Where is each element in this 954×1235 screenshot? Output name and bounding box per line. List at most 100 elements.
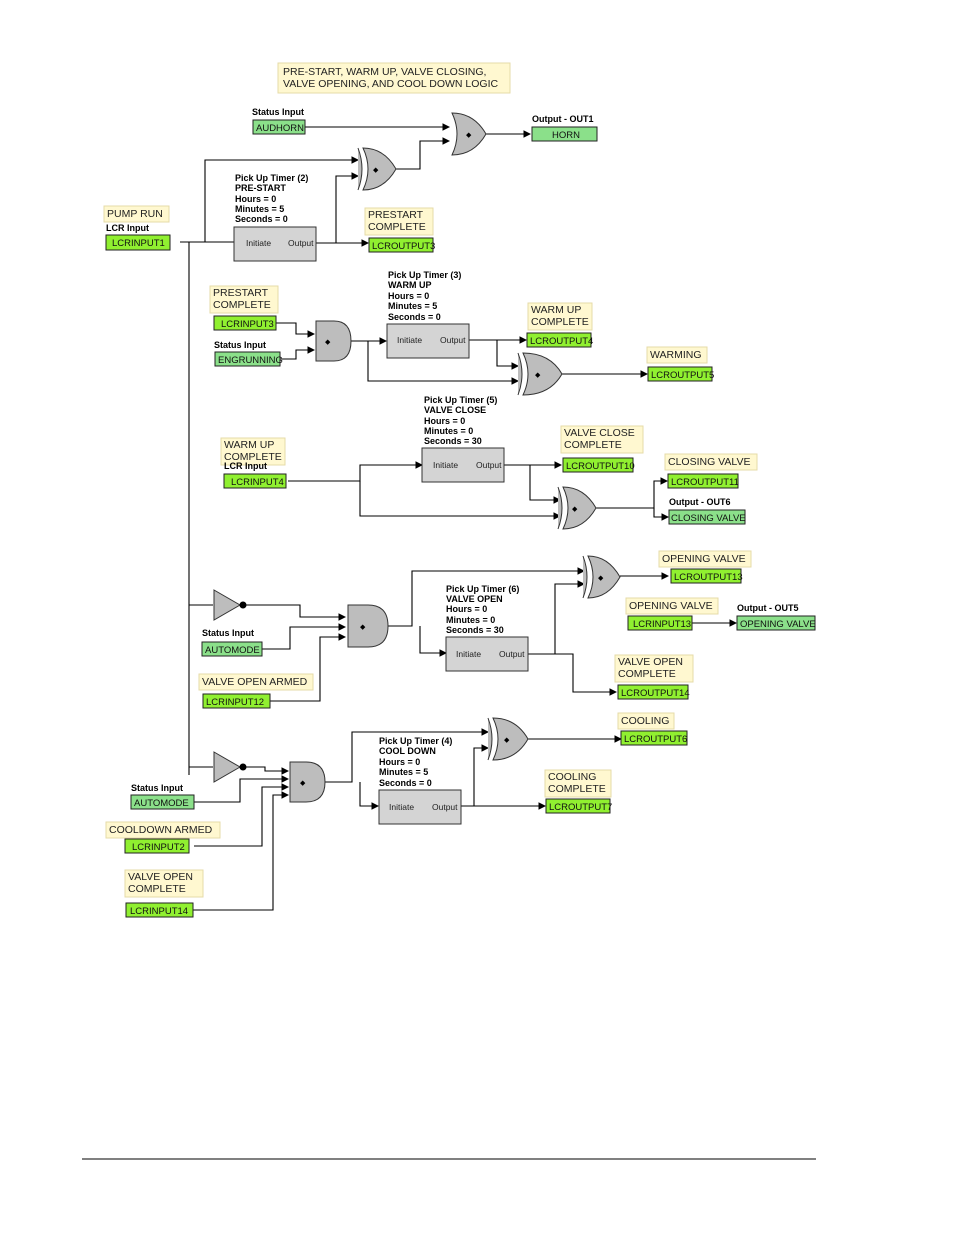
not-gate-cooldown [213, 751, 247, 783]
tag-lcrinput3: LCRINPUT3 [213, 315, 277, 331]
svg-text:COMPLETE: COMPLETE [368, 221, 426, 233]
timer-prestart-output: Output [288, 238, 314, 248]
svg-text:VALVE OPEN: VALVE OPEN [618, 656, 683, 668]
note-cooldown-armed: COOLDOWN ARMED [105, 821, 221, 839]
label-output-out5: Output - OUT5 [737, 603, 799, 613]
svg-text:OPENING VALVE: OPENING VALVE [740, 619, 816, 630]
tag-lcrinput13: LCRINPUT13 [627, 615, 693, 631]
svg-text:COMPLETE: COMPLETE [548, 783, 606, 795]
note-warming: WARMING [646, 346, 708, 364]
or-gate-horn: ◆ [451, 112, 487, 156]
timer-prestart-initiate: Initiate [246, 238, 271, 248]
tag-audhorn: AUDHORN [252, 119, 306, 135]
timer-warmup-output: Output [440, 335, 466, 345]
not-gate-valve-open [213, 589, 247, 621]
svg-text:LCROUTPUT14: LCROUTPUT14 [621, 688, 690, 699]
timer-valveopen-hours: Hours = 0 [446, 604, 487, 614]
svg-text:LCROUTPUT7: LCROUTPUT7 [549, 802, 612, 813]
timer-valveclose-hours: Hours = 0 [424, 416, 465, 426]
svg-text:AUTOMODE: AUTOMODE [134, 798, 189, 809]
svg-text:PRESTART: PRESTART [213, 287, 269, 299]
label-status-input-2: Status Input [214, 340, 266, 350]
svg-text:LCRINPUT4: LCRINPUT4 [231, 477, 284, 488]
xor-gate-closing: ◆ [557, 486, 597, 530]
tag-lcroutput11: LCROUTPUT11 [667, 473, 739, 489]
svg-text:COMPLETE: COMPLETE [618, 668, 676, 680]
timer-warmup-title: Pick Up Timer (3) [388, 270, 461, 280]
xor-gate-cooling: ◆ [487, 717, 529, 761]
tag-openingvalve: OPENING VALVE [736, 615, 816, 631]
svg-text:VALVE CLOSE: VALVE CLOSE [564, 427, 635, 439]
timer-valveopen-title: Pick Up Timer (6) [446, 584, 519, 594]
diagram-title: PRE-START, WARM UP, VALVE CLOSING, VALVE… [277, 62, 511, 94]
tag-lcroutput14: LCROUTPUT14 [617, 684, 690, 700]
tag-automode-b: AUTOMODE [130, 794, 195, 810]
svg-text:LCRINPUT3: LCRINPUT3 [221, 319, 274, 330]
svg-text:LCRINPUT1: LCRINPUT1 [112, 238, 165, 249]
tag-lcroutput13: LCROUTPUT13 [670, 568, 743, 584]
svg-text:CLOSING VALVE: CLOSING VALVE [671, 513, 746, 524]
tag-lcroutput5: LCROUTPUT5 [647, 366, 714, 382]
timer-prestart-seconds: Seconds = 0 [235, 214, 288, 224]
svg-text:LCRINPUT13: LCRINPUT13 [633, 619, 691, 630]
timer-warmup-seconds: Seconds = 0 [388, 312, 441, 322]
timer-valveopen: Pick Up Timer (6) VALVE OPEN Hours = 0 M… [445, 584, 529, 672]
timer-valveclose-minutes: Minutes = 0 [424, 426, 473, 436]
tag-lcrinput12: LCRINPUT12 [202, 693, 271, 709]
title-line-2: VALVE OPENING, AND COOL DOWN LOGIC [283, 78, 499, 90]
label-output-out6: Output - OUT6 [669, 497, 731, 507]
timer-warmup-initiate: Initiate [397, 335, 422, 345]
note-valve-open-armed: VALVE OPEN ARMED [198, 673, 314, 691]
label-lcr-input-1: LCR Input [106, 223, 149, 233]
svg-text:LCROUTPUT3: LCROUTPUT3 [372, 241, 435, 252]
timer-valveclose-output: Output [476, 460, 502, 470]
timer-valveclose-name: VALVE CLOSE [424, 405, 486, 415]
timer-valveopen-output: Output [499, 649, 525, 659]
xor-gate-prestart: ◆ [357, 147, 397, 191]
timer-warmup-minutes: Minutes = 5 [388, 301, 437, 311]
timer-valveclose-initiate: Initiate [433, 460, 458, 470]
tag-engrunning: ENGRUNNING [214, 351, 283, 367]
svg-text:◆: ◆ [373, 167, 379, 174]
tag-lcroutput7: LCROUTPUT7 [545, 798, 612, 814]
timer-cooldown-title: Pick Up Timer (4) [379, 736, 452, 746]
timer-cooldown-minutes: Minutes = 5 [379, 767, 428, 777]
svg-text:AUDHORN: AUDHORN [256, 123, 304, 134]
svg-text:◆: ◆ [598, 575, 604, 582]
svg-text:◆: ◆ [504, 737, 510, 744]
timer-valveopen-name: VALVE OPEN [446, 594, 503, 604]
wires [180, 123, 738, 911]
svg-text:OPENING VALVE: OPENING VALVE [629, 600, 713, 612]
svg-text:LCROUTPUT6: LCROUTPUT6 [624, 734, 687, 745]
note-opening-valve-b: OPENING VALVE [625, 597, 719, 615]
timer-cooldown-output: Output [432, 802, 458, 812]
svg-text:LCROUTPUT13: LCROUTPUT13 [674, 572, 743, 583]
note-pump-run: PUMP RUN [103, 205, 170, 223]
and-gate-cooldown: ◆ [289, 761, 326, 803]
timer-valveopen-initiate: Initiate [456, 649, 481, 659]
timer-cooldown-name: COOL DOWN [379, 746, 436, 756]
svg-text:LCRINPUT14: LCRINPUT14 [130, 906, 188, 917]
svg-text:COOLING: COOLING [621, 715, 669, 727]
timer-valveclose: Pick Up Timer (5) VALVE CLOSE Hours = 0 … [421, 395, 505, 483]
tag-lcrinput1: LCRINPUT1 [105, 234, 171, 251]
label-output-out1: Output - OUT1 [532, 114, 594, 124]
timer-warmup-hours: Hours = 0 [388, 291, 429, 301]
timer-prestart-minutes: Minutes = 5 [235, 204, 284, 214]
tag-lcrinput2: LCRINPUT2 [124, 838, 190, 854]
svg-text:LCROUTPUT11: LCROUTPUT11 [671, 477, 739, 488]
timer-warmup: Pick Up Timer (3) WARM UP Hours = 0 Minu… [386, 270, 470, 359]
svg-text:CLOSING VALVE: CLOSING VALVE [668, 456, 750, 468]
tag-lcroutput10: LCROUTPUT10 [562, 457, 635, 473]
label-status-input-4: Status Input [131, 783, 183, 793]
svg-text:COMPLETE: COMPLETE [531, 316, 589, 328]
svg-text:VALVE OPEN ARMED: VALVE OPEN ARMED [202, 676, 308, 688]
svg-text:OPENING VALVE: OPENING VALVE [662, 553, 746, 565]
tag-closingvalve: CLOSING VALVE [668, 509, 746, 525]
tag-lcroutput3: LCROUTPUT3 [368, 237, 435, 253]
